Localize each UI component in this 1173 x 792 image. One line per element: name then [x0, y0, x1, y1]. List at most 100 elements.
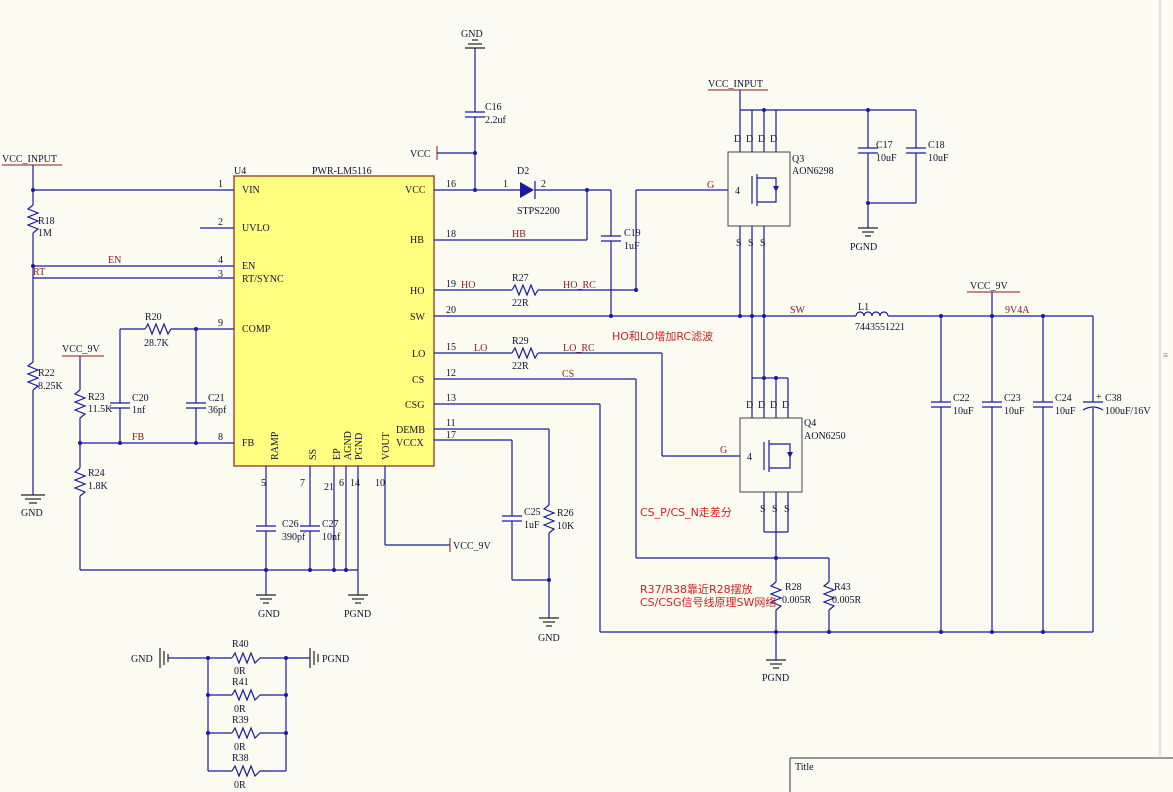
- pgnd-symbol-2: PGND: [850, 227, 878, 253]
- capacitor-c26[interactable]: C26 390pf: [256, 519, 306, 543]
- svg-text:R29: R29: [512, 336, 529, 347]
- inductor-l1[interactable]: L1 7443551221: [855, 302, 905, 333]
- svg-text:22R: 22R: [512, 361, 529, 372]
- capacitor-c23[interactable]: C23 10uF: [982, 393, 1025, 417]
- svg-text:36pf: 36pf: [208, 405, 227, 416]
- pin-ss: SS: [308, 449, 319, 460]
- capacitor-c24[interactable]: C24 10uF: [1033, 393, 1076, 417]
- resistor-r22[interactable]: R22 8.25K: [26, 361, 64, 392]
- svg-text:2: 2: [541, 179, 546, 190]
- resistor-r40[interactable]: R40 0R: [231, 639, 261, 677]
- svg-text:R43: R43: [834, 582, 851, 593]
- resistor-r24[interactable]: R24 1.8K: [73, 467, 109, 497]
- svg-text:D: D: [746, 400, 753, 411]
- svg-text:R20: R20: [145, 312, 162, 323]
- net-hb: HB: [512, 229, 526, 240]
- scroll-grip-icon[interactable]: ≡: [1163, 350, 1168, 360]
- svg-text:L1: L1: [858, 302, 869, 313]
- pin-lo: LO: [412, 349, 425, 360]
- svg-text:C16: C16: [485, 102, 502, 113]
- capacitor-c16[interactable]: C16 2.2uf: [465, 102, 507, 126]
- svg-text:8: 8: [218, 432, 223, 443]
- resistor-r39[interactable]: R39 0R: [231, 715, 261, 753]
- resistor-r18[interactable]: R18 1M: [26, 204, 55, 239]
- svg-text:4: 4: [218, 255, 223, 266]
- capacitor-c18[interactable]: C18 10uF: [906, 140, 949, 164]
- svg-text:C17: C17: [876, 140, 893, 151]
- vout-vcc9v-label: VCC_9V: [453, 541, 492, 552]
- capacitor-c22[interactable]: C22 10uF: [931, 393, 974, 417]
- svg-text:0R: 0R: [234, 704, 246, 715]
- resistor-r43[interactable]: R43 0.005R: [822, 581, 862, 611]
- pin-rt-sync: RT/SYNC: [242, 274, 284, 285]
- svg-text:1nf: 1nf: [132, 405, 146, 416]
- capacitor-c17[interactable]: C17 10uF: [858, 140, 897, 164]
- svg-text:S: S: [772, 504, 778, 515]
- svg-text:1.8K: 1.8K: [88, 481, 109, 492]
- pgnd-symbol-3: PGND: [762, 659, 789, 684]
- svg-text:10uF: 10uF: [928, 153, 949, 164]
- resistor-r27[interactable]: R27 22R: [511, 273, 539, 309]
- vcc-9v-left: VCC_9V: [62, 344, 104, 390]
- svg-text:AON6298: AON6298: [792, 166, 834, 177]
- svg-text:4: 4: [735, 186, 740, 197]
- svg-text:C23: C23: [1004, 393, 1021, 404]
- resistor-r28[interactable]: R28 0.005R: [769, 581, 812, 611]
- net-g-q4: G: [720, 445, 727, 456]
- svg-text:GND: GND: [131, 654, 153, 665]
- pin-comp: COMP: [242, 324, 271, 335]
- svg-text:D: D: [746, 134, 753, 145]
- resistor-r38[interactable]: R38 0R: [231, 753, 261, 791]
- diode-d2[interactable]: D2 1 2 STPS2200: [503, 166, 560, 217]
- svg-text:11.5K: 11.5K: [88, 404, 113, 415]
- svg-text:R22: R22: [38, 368, 55, 379]
- svg-text:R27: R27: [512, 273, 529, 284]
- pin-cs: CS: [412, 375, 424, 386]
- svg-text:GND: GND: [538, 633, 560, 644]
- svg-text:10nf: 10nf: [322, 532, 341, 543]
- svg-text:R26: R26: [557, 508, 574, 519]
- capacitor-c38[interactable]: + C38 100uF/16V: [1082, 392, 1151, 417]
- svg-text:390pf: 390pf: [282, 532, 306, 543]
- resistor-r20[interactable]: R20 28.7K: [144, 312, 172, 349]
- svg-text:VCC_9V: VCC_9V: [62, 344, 101, 355]
- svg-text:6: 6: [339, 478, 344, 489]
- resistor-r29[interactable]: R29 22R: [511, 336, 539, 372]
- ic-u4[interactable]: U4 PWR-LM5116: [233, 166, 435, 467]
- net-lo-rc: LO_RC: [563, 343, 595, 354]
- capacitor-c27[interactable]: C27 10nf: [300, 519, 341, 543]
- svg-text:S: S: [748, 238, 754, 249]
- svg-text:PGND: PGND: [322, 654, 349, 665]
- pin-sw: SW: [410, 312, 426, 323]
- capacitor-c21[interactable]: C21 36pf: [186, 393, 227, 416]
- svg-text:GND: GND: [21, 508, 43, 519]
- svg-text:C25: C25: [524, 507, 541, 518]
- pin-hb: HB: [410, 235, 424, 246]
- svg-text:1M: 1M: [38, 228, 52, 239]
- svg-text:D2: D2: [517, 166, 529, 177]
- capacitor-c20[interactable]: C20 1nf: [110, 393, 149, 416]
- svg-text:2: 2: [218, 217, 223, 228]
- svg-text:5: 5: [261, 478, 266, 489]
- capacitor-c25[interactable]: C25 1uF: [502, 507, 541, 531]
- pin-ho: HO: [410, 286, 424, 297]
- net-ho-rc: HO_RC: [563, 280, 596, 291]
- gnd-symbol-1: GND: [21, 494, 45, 519]
- svg-text:0.005R: 0.005R: [832, 595, 862, 606]
- svg-text:17: 17: [446, 430, 456, 441]
- resistor-r41[interactable]: R41 0R: [231, 677, 261, 715]
- net-ho: HO: [461, 280, 475, 291]
- svg-text:1: 1: [503, 179, 508, 190]
- svg-text:10K: 10K: [557, 521, 575, 532]
- resistor-r26[interactable]: R26 10K: [542, 504, 575, 534]
- svg-text:19: 19: [446, 279, 456, 290]
- resistor-r23[interactable]: R23 11.5K: [73, 389, 113, 419]
- svg-text:28.7K: 28.7K: [144, 338, 170, 349]
- svg-text:0.005R: 0.005R: [782, 595, 812, 606]
- capacitor-c19[interactable]: C19 1uF: [601, 228, 641, 252]
- net-lo: LO: [474, 343, 487, 354]
- net-en: EN: [108, 255, 121, 266]
- svg-text:12: 12: [446, 368, 456, 379]
